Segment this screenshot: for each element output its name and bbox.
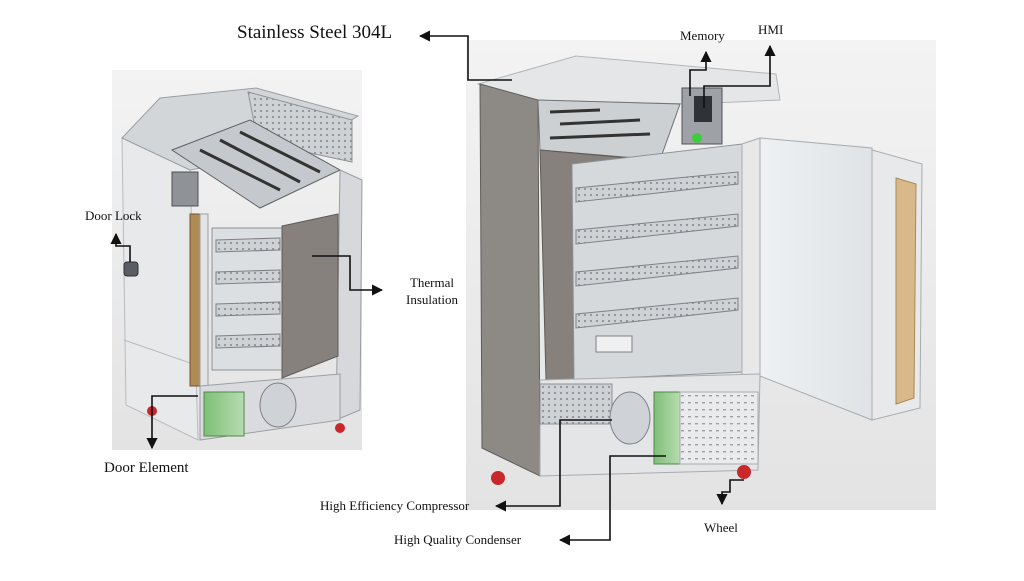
left-panel-seam	[123, 339, 197, 366]
door-lock-knob	[123, 261, 139, 277]
right-tray	[595, 335, 633, 353]
hmi-led	[692, 133, 702, 143]
left-controller-box	[171, 171, 199, 207]
label-thermal-insulation: Thermal Insulation	[396, 274, 468, 308]
left-cabinet	[112, 70, 363, 450]
callout-stainless	[418, 30, 512, 81]
left-compressor	[259, 382, 297, 428]
left-shelves	[215, 237, 281, 349]
glass-door	[759, 137, 873, 421]
callout-wheel	[716, 479, 744, 506]
label-hmi: HMI	[758, 22, 784, 37]
callout-hmi	[703, 44, 776, 108]
right-top-rack	[537, 99, 681, 161]
callout-compressor	[494, 419, 612, 512]
left-condenser	[203, 391, 245, 437]
right-frame-post	[741, 137, 761, 381]
right-left-wall	[479, 83, 541, 477]
callout-memory	[689, 50, 712, 96]
callout-door-lock	[110, 232, 131, 262]
left-rack-bars	[199, 130, 321, 192]
right-compressor	[609, 391, 651, 445]
right-cabinet	[466, 40, 936, 510]
left-door-edge	[199, 213, 209, 387]
label-door-lock: Door Lock	[85, 208, 142, 223]
label-door-element: Door Element	[104, 460, 189, 476]
right-wheel-left	[491, 471, 505, 485]
callout-thermal	[312, 255, 384, 296]
callouts	[110, 30, 776, 546]
label-thermal-line2: Insulation	[406, 292, 458, 307]
label-high-efficiency-compressor: High Efficiency Compressor	[320, 498, 470, 513]
right-condenser	[653, 391, 681, 465]
hmi-screen	[694, 96, 712, 122]
left-insulation-panel	[281, 213, 339, 379]
label-stainless-steel: Stainless Steel 304L	[237, 22, 393, 43]
right-front-grille	[679, 391, 759, 465]
callout-door-element	[146, 395, 198, 450]
callout-condenser	[558, 455, 666, 546]
right-rack-bars	[549, 108, 651, 140]
door-gasket-pad	[895, 177, 917, 405]
left-door-element-strip	[189, 213, 201, 387]
label-high-quality-condenser: High Quality Condenser	[394, 532, 522, 547]
label-thermal-line1: Thermal	[409, 275, 455, 290]
left-wheel-rear	[335, 423, 345, 433]
right-bottom-vent-left	[539, 383, 613, 425]
right-wheel-right	[737, 465, 751, 479]
label-wheel: Wheel	[704, 520, 738, 535]
right-shelves	[575, 171, 739, 329]
label-memory: Memory	[680, 28, 725, 43]
